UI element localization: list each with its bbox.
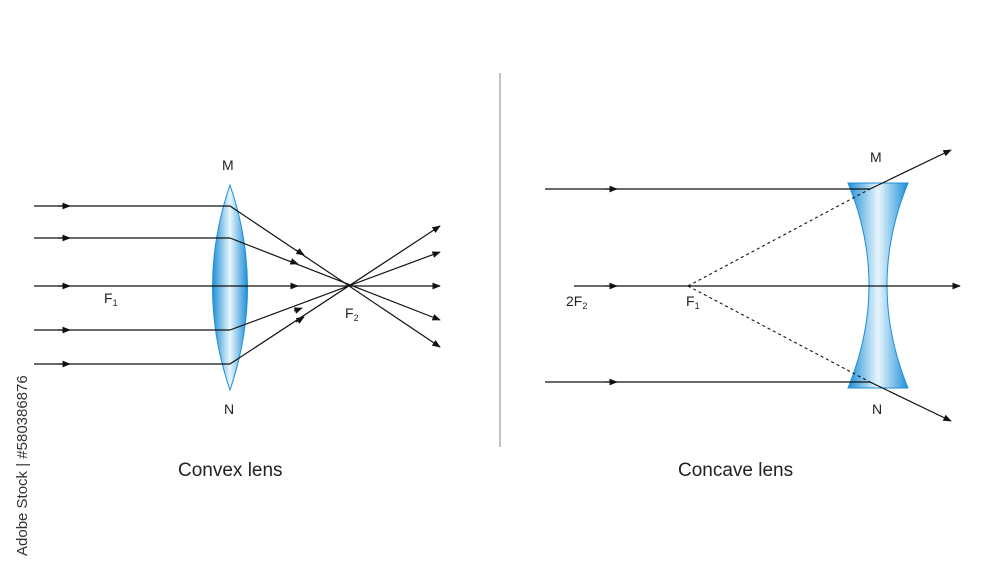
direction-arrow — [295, 316, 305, 324]
concave-panel: M N 2F2 F1 Concave lens — [545, 149, 961, 481]
direction-arrow — [289, 258, 299, 265]
convex-caption: Convex lens — [178, 460, 283, 481]
refracted-ray — [869, 381, 952, 422]
convex-incident-rays — [34, 202, 230, 368]
concave-focus-2f2: 2F2 — [566, 293, 587, 311]
refracted-ray — [229, 237, 441, 321]
virtual-ray — [687, 188, 871, 287]
concave-label-m: M — [870, 149, 882, 165]
convex-focus-f2: F2 — [345, 305, 359, 323]
convex-label-n: N — [224, 401, 234, 417]
concave-caption: Concave lens — [678, 460, 793, 481]
concave-label-n: N — [872, 401, 882, 417]
convex-refracted-rays — [229, 205, 441, 365]
direction-arrow — [295, 248, 305, 256]
convex-label-m: M — [222, 157, 234, 173]
refracted-ray — [229, 205, 441, 348]
refracted-ray — [869, 149, 952, 190]
refracted-ray — [229, 251, 441, 331]
concave-focus-f1: F1 — [686, 293, 700, 311]
convex-lens — [212, 183, 248, 392]
convex-panel: M N F1 F2 Convex lens — [34, 157, 441, 481]
refracted-ray — [229, 225, 441, 365]
stock-watermark: Adobe Stock | #580386876 — [14, 375, 31, 556]
direction-arrow — [293, 307, 303, 314]
convex-focus-f1: F1 — [104, 290, 118, 308]
virtual-ray — [687, 285, 871, 383]
